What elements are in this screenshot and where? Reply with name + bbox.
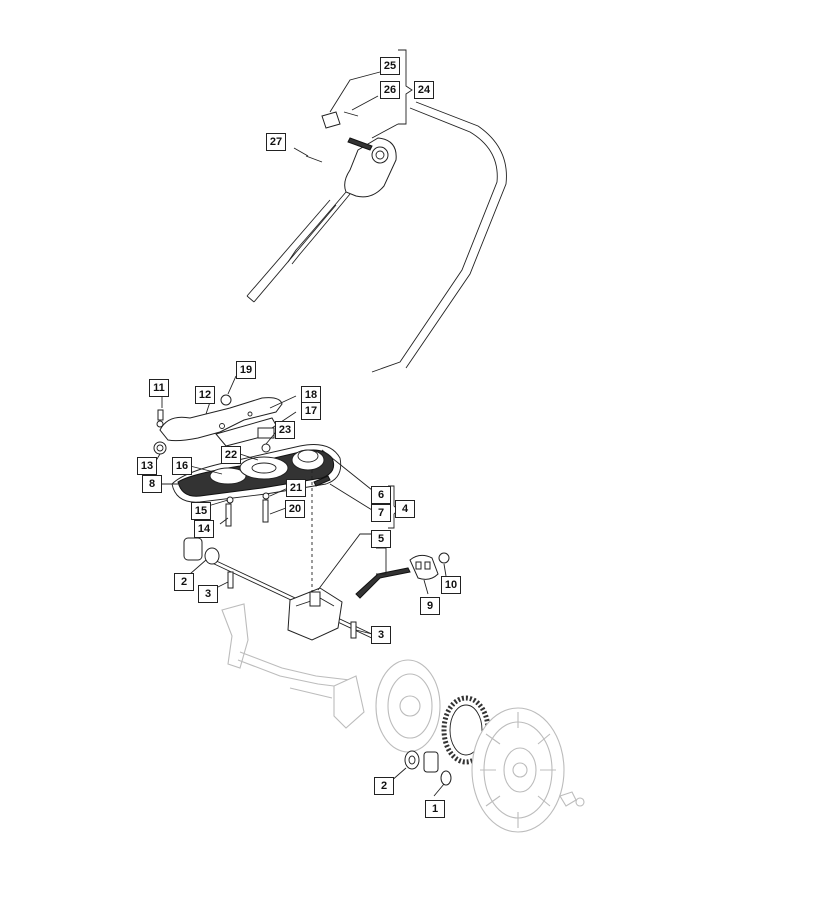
handle-bar [246,101,507,373]
callout-5: 5 [371,530,391,548]
callout-25: 25 [380,57,400,75]
callout-26: 26 [380,81,400,99]
callout-27: 27 [266,133,286,151]
callout-10: 10 [441,576,461,594]
callout-18: 18 [301,386,321,404]
callout-9: 9 [420,597,440,615]
callout-8: 8 [142,475,162,493]
callout-17: 17 [301,402,321,420]
wheel-bearing-set [404,750,452,786]
callout-23: 23 [275,421,295,439]
control-lever [287,111,397,265]
callout-20: 20 [285,500,305,518]
callout-15: 15 [191,502,211,520]
callout-24: 24 [414,81,434,99]
callout-19: 19 [236,361,256,379]
callout-16: 16 [172,457,192,475]
callout-3-left: 3 [198,585,218,603]
callout-13: 13 [137,457,157,475]
hub-cover-ghost [375,659,441,753]
callout-7: 7 [371,504,391,522]
belt-pulleys [153,409,342,527]
axle-gearbox [183,533,377,641]
upper-leader-lines [293,49,413,157]
callout-11: 11 [149,379,169,397]
drive-plate [156,394,283,447]
chassis-ghost [221,603,365,729]
callout-12: 12 [195,386,215,404]
callout-22: 22 [221,446,241,464]
cable-rod-bracket [355,547,450,599]
callout-2-lower: 2 [374,777,394,795]
callout-4: 4 [395,500,415,518]
callout-21: 21 [286,479,306,497]
callout-1: 1 [425,800,445,818]
callout-14: 14 [194,520,214,538]
callout-3-right: 3 [371,626,391,644]
callout-2-upper: 2 [174,573,194,591]
wheel-ghost [471,707,585,833]
callout-6: 6 [371,486,391,504]
